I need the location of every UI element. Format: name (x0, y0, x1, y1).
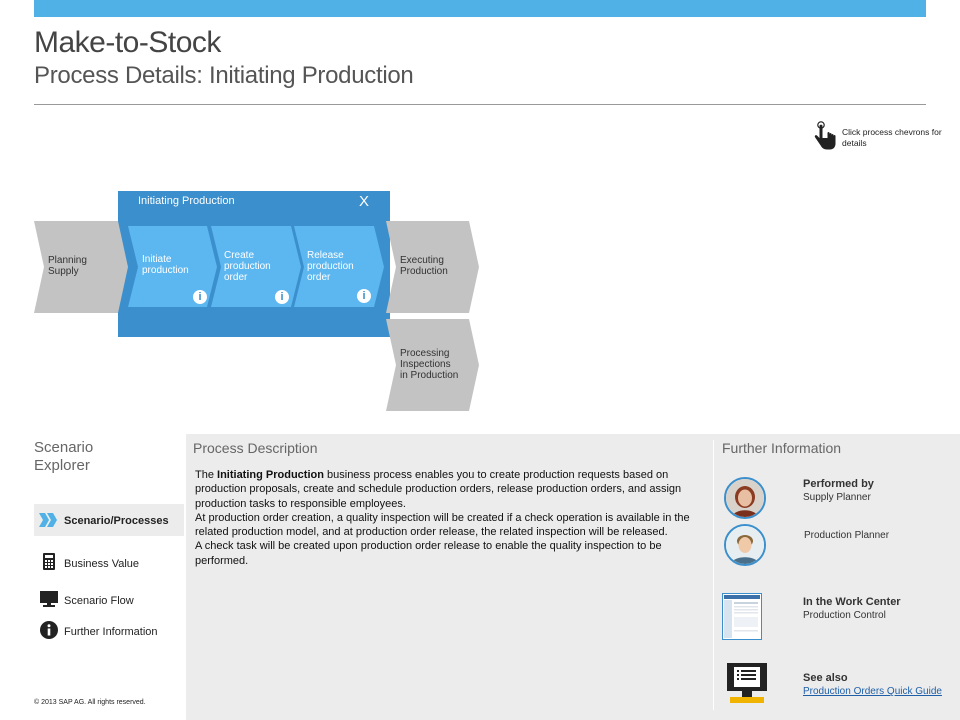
avatar (724, 524, 766, 566)
page-title: Make-to-Stock (34, 26, 221, 59)
header-divider (34, 104, 926, 105)
quick-guide-link[interactable]: Production Orders Quick Guide (803, 686, 942, 697)
role-production-planner: Production Planner (804, 530, 890, 541)
performed-by-label: Performed by (803, 478, 874, 490)
chevron-processing-inspections[interactable] (386, 319, 479, 411)
sidebar-item-label: Further Information (64, 626, 158, 638)
page-subtitle: Process Details: Initiating Production (34, 62, 414, 89)
double-chevron-icon (39, 513, 57, 527)
info-icon[interactable]: i (357, 289, 371, 303)
sidebar-item-label: Scenario Flow (64, 595, 134, 607)
further-information-heading: Further Information (722, 440, 842, 456)
work-center-label: In the Work Center (803, 596, 901, 608)
sidebar-item-scenario-flow[interactable]: Scenario Flow (34, 584, 184, 616)
calculator-icon (43, 553, 55, 570)
work-center-name: Production Control (803, 610, 886, 621)
see-also-label: See also (803, 672, 848, 684)
role-supply-planner: Supply Planner (803, 492, 871, 503)
info-icon[interactable]: i (193, 290, 207, 304)
info-circle-icon (40, 621, 58, 639)
process-description-heading: Process Description (193, 440, 318, 456)
chevron-initiate-production[interactable] (128, 226, 217, 307)
chevron-planning-supply[interactable] (34, 221, 128, 313)
sidebar-item-label: Business Value (64, 558, 140, 570)
work-center-screenshot-icon (722, 593, 762, 640)
info-icon[interactable]: i (275, 290, 289, 304)
process-chevron-diagram (34, 191, 479, 411)
close-icon[interactable]: X (359, 193, 370, 210)
avatar (724, 477, 766, 519)
guide-monitor-icon (727, 663, 767, 703)
sidebar-item-label: Scenario/Processes (64, 515, 169, 527)
sidebar-item-business-value[interactable]: Business Value (34, 547, 184, 579)
chevron-executing-production[interactable] (386, 221, 479, 313)
hint-text: Click process chevrons for details (842, 127, 942, 148)
person-male-icon (726, 526, 764, 564)
process-description-text: The Initiating Production business proce… (195, 469, 690, 567)
content-panel (186, 434, 960, 720)
hand-pointer-icon (814, 121, 836, 150)
sidebar-item-scenario-processes[interactable]: Scenario/Processes (34, 504, 184, 536)
copyright-text: © 2013 SAP AG. All rights reserved. (34, 699, 146, 706)
person-female-icon (726, 479, 764, 517)
chevron-release-production-order[interactable] (294, 226, 384, 307)
monitor-icon (40, 591, 58, 607)
sidebar-item-further-information[interactable]: Further Information (34, 615, 184, 647)
top-accent-bar (34, 0, 926, 17)
column-divider (713, 440, 714, 710)
chevron-create-production-order[interactable] (211, 226, 301, 307)
process-group-title: Initiating Production (138, 195, 235, 207)
